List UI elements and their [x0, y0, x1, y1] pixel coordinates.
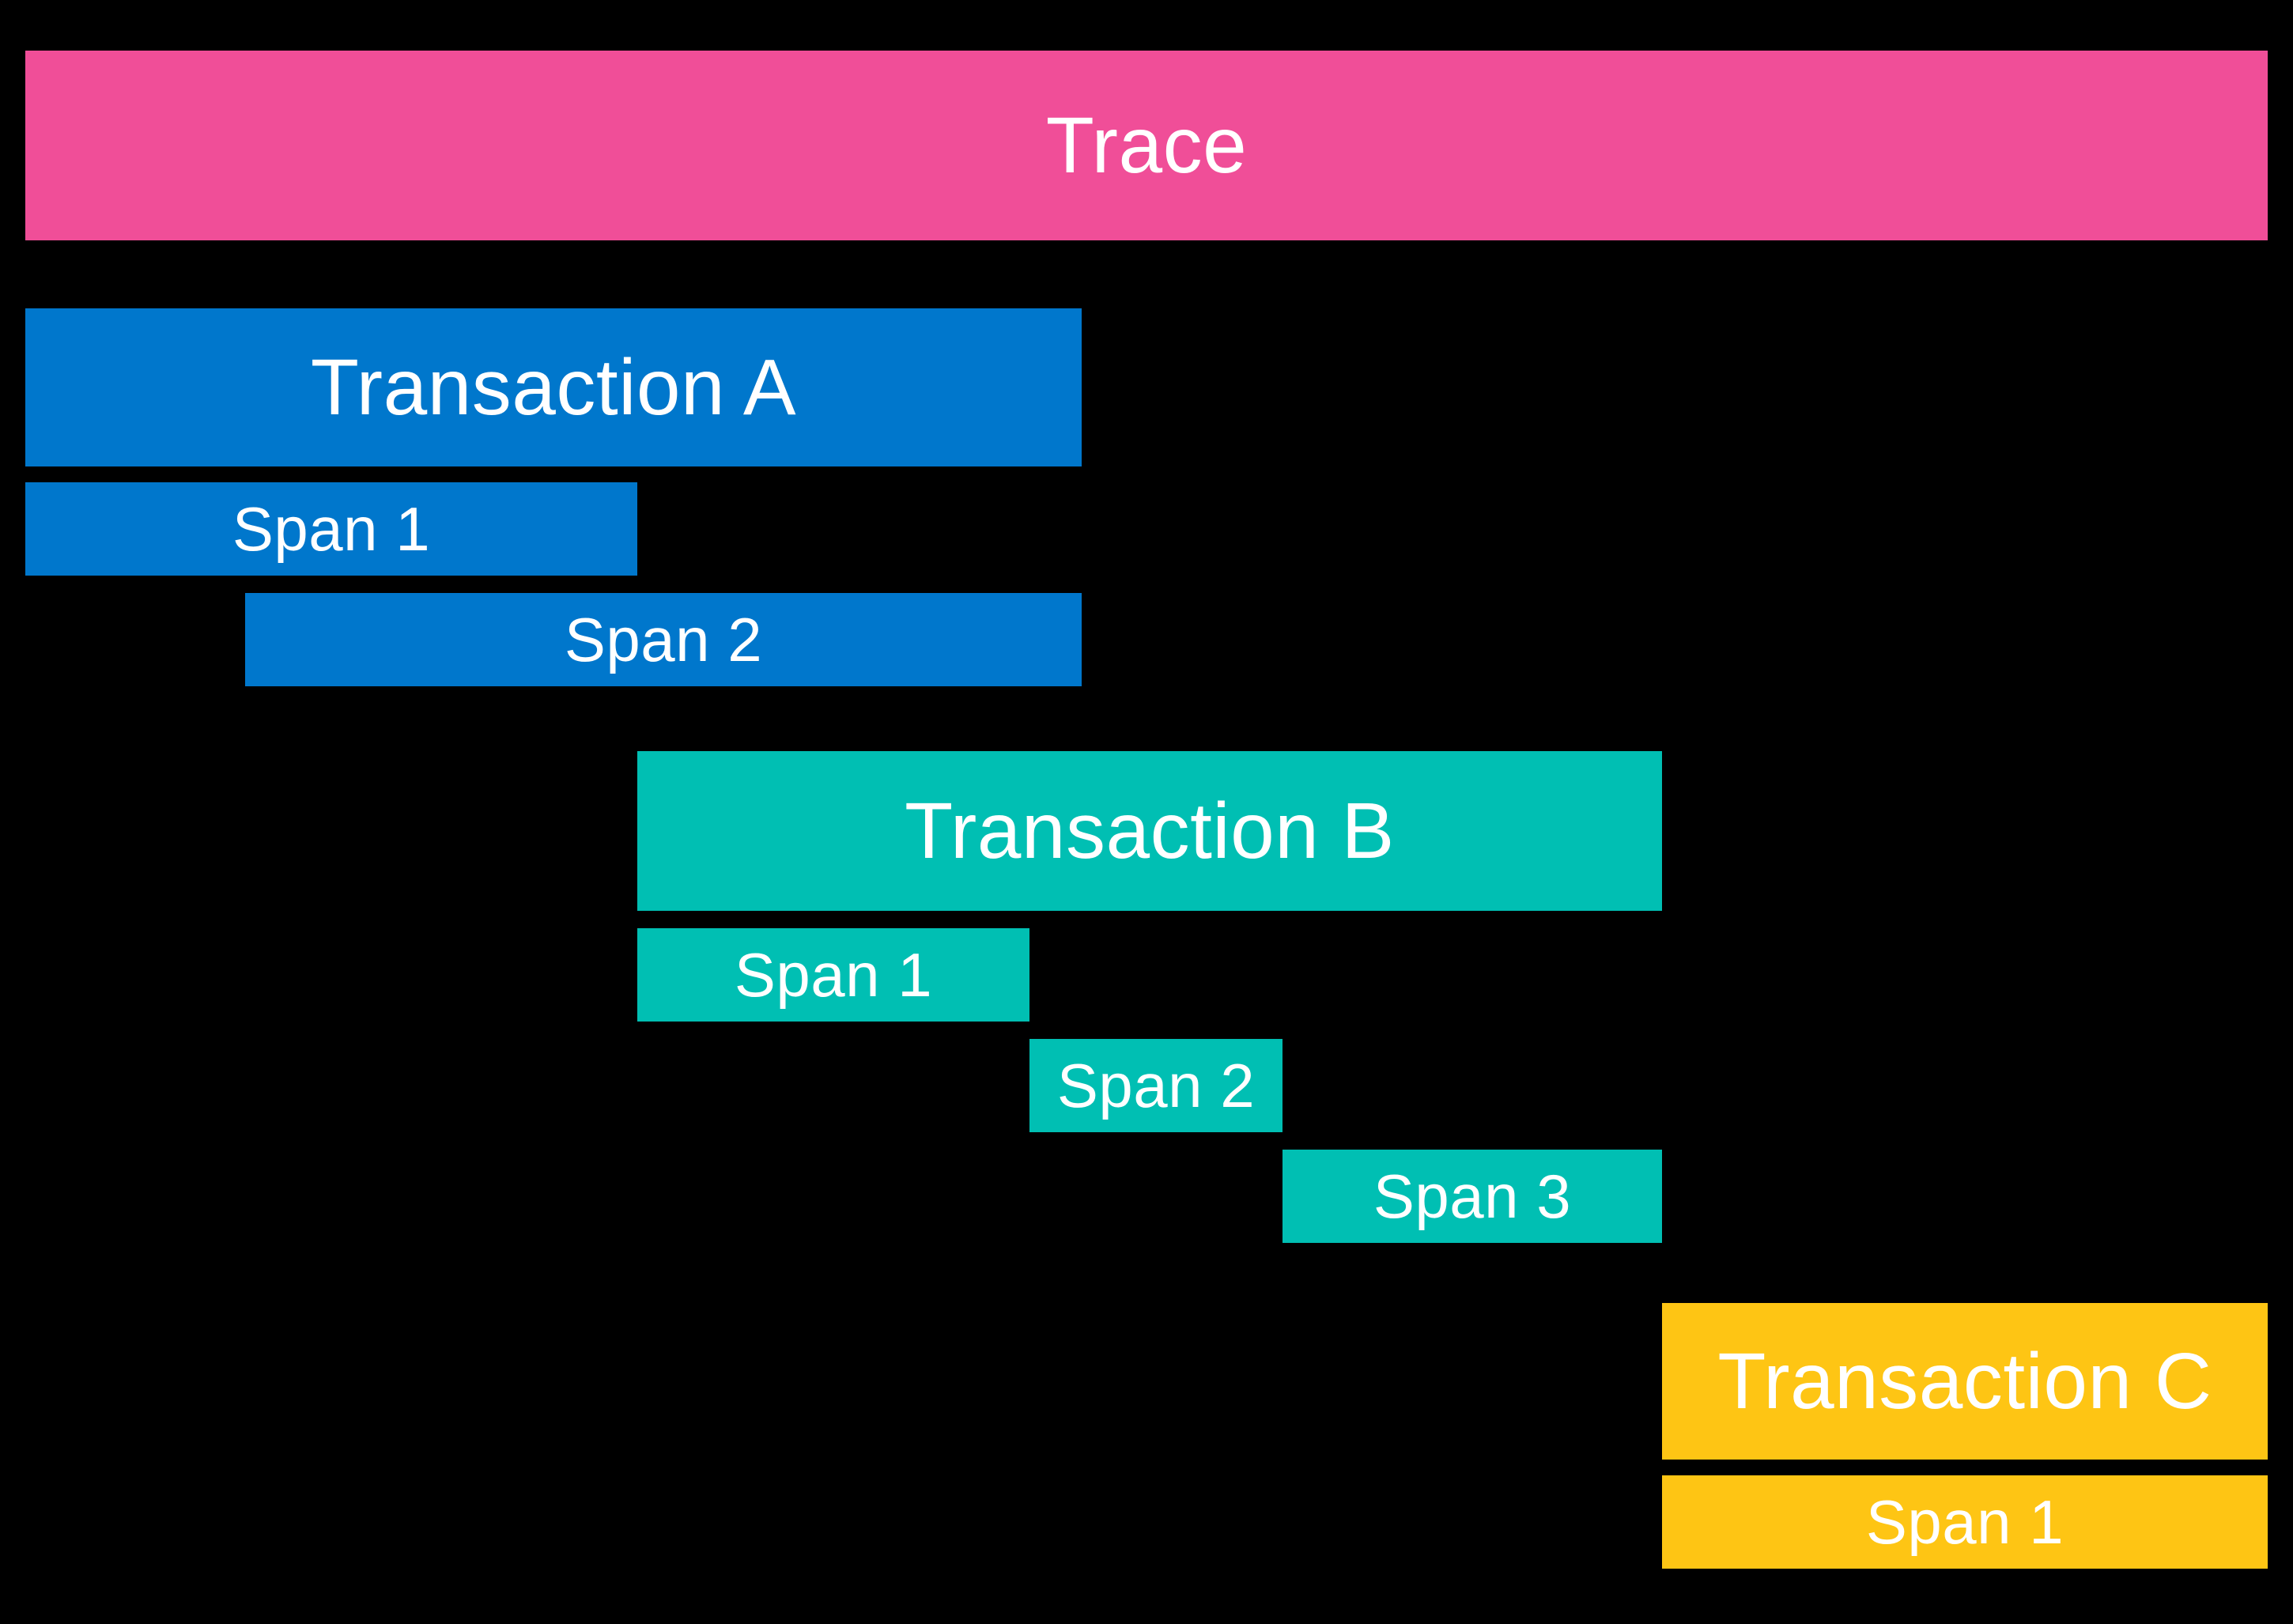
transaction-a-span-2-label: Span 2 [564, 605, 763, 674]
transaction-a-bar: Transaction A [25, 308, 1082, 466]
transaction-b-span-1-label: Span 1 [734, 940, 933, 1010]
transaction-c-bar: Transaction C [1662, 1303, 2268, 1460]
transaction-b-span-2-label: Span 2 [1056, 1051, 1256, 1120]
transaction-b-span-1-bar: Span 1 [637, 928, 1029, 1022]
transaction-c-bar-label: Transaction C [1717, 1337, 2212, 1426]
transaction-a-span-2-bar: Span 2 [245, 593, 1082, 686]
transaction-a-span-1-label: Span 1 [232, 494, 431, 564]
transaction-a-span-1-bar: Span 1 [25, 482, 637, 576]
transaction-b-bar: Transaction B [637, 751, 1662, 911]
transaction-c-span-1-bar: Span 1 [1662, 1475, 2268, 1569]
trace-bar: Trace [25, 51, 2268, 240]
transaction-b-span-3-bar: Span 3 [1282, 1150, 1662, 1243]
transaction-b-span-3-label: Span 3 [1373, 1161, 1572, 1231]
transaction-b-span-2-bar: Span 2 [1029, 1039, 1282, 1132]
transaction-a-bar-label: Transaction A [310, 343, 797, 432]
trace-bar-label: Trace [1045, 101, 1248, 190]
transaction-b-bar-label: Transaction B [905, 787, 1395, 875]
transaction-c-span-1-label: Span 1 [1865, 1487, 2064, 1557]
